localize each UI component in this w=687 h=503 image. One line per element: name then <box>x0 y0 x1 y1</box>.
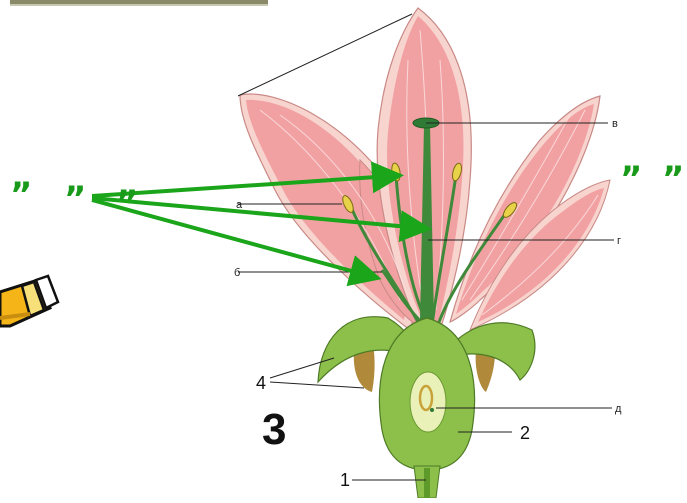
photo-fragment <box>10 0 268 6</box>
label-3: 3 <box>262 405 286 454</box>
label-2: 2 <box>520 423 530 443</box>
label-b: б <box>234 267 240 279</box>
quote-mark-1: ” <box>10 178 32 212</box>
label-1: 1 <box>340 470 350 490</box>
label-4: 4 <box>256 373 266 393</box>
quote-mark-4: ” <box>620 162 642 196</box>
pencil-icon <box>0 276 58 326</box>
quote-mark-3: ” <box>116 186 138 220</box>
peduncle <box>414 466 440 498</box>
label-a: а <box>236 199 243 211</box>
label-v: в <box>612 118 618 130</box>
label-d: д <box>615 403 622 415</box>
leader-line-4b <box>270 382 364 388</box>
quote-mark-5: ” <box>662 162 684 196</box>
quote-mark-2: ” <box>64 182 86 216</box>
label-g: г <box>617 235 621 247</box>
